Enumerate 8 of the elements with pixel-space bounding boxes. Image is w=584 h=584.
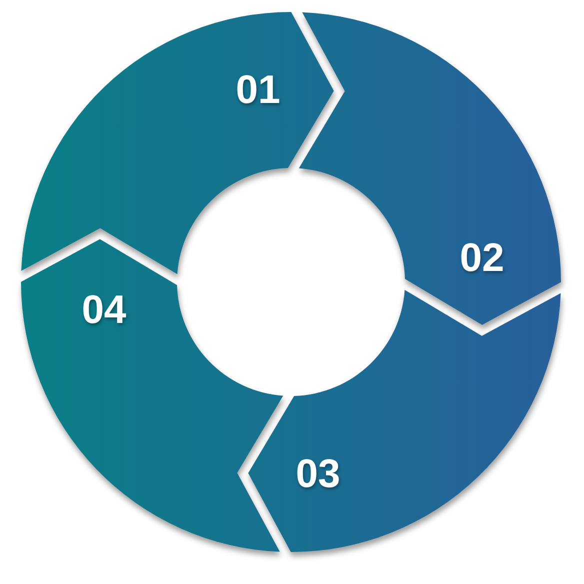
step-number: 04 bbox=[82, 290, 126, 330]
ring-segment bbox=[21, 12, 334, 275]
ring-segment bbox=[248, 289, 561, 552]
step-number: 03 bbox=[296, 454, 340, 494]
step-number: 01 bbox=[236, 70, 280, 110]
ring-segment bbox=[21, 239, 284, 552]
step-number: 02 bbox=[460, 238, 504, 278]
ring-segment bbox=[298, 12, 561, 325]
